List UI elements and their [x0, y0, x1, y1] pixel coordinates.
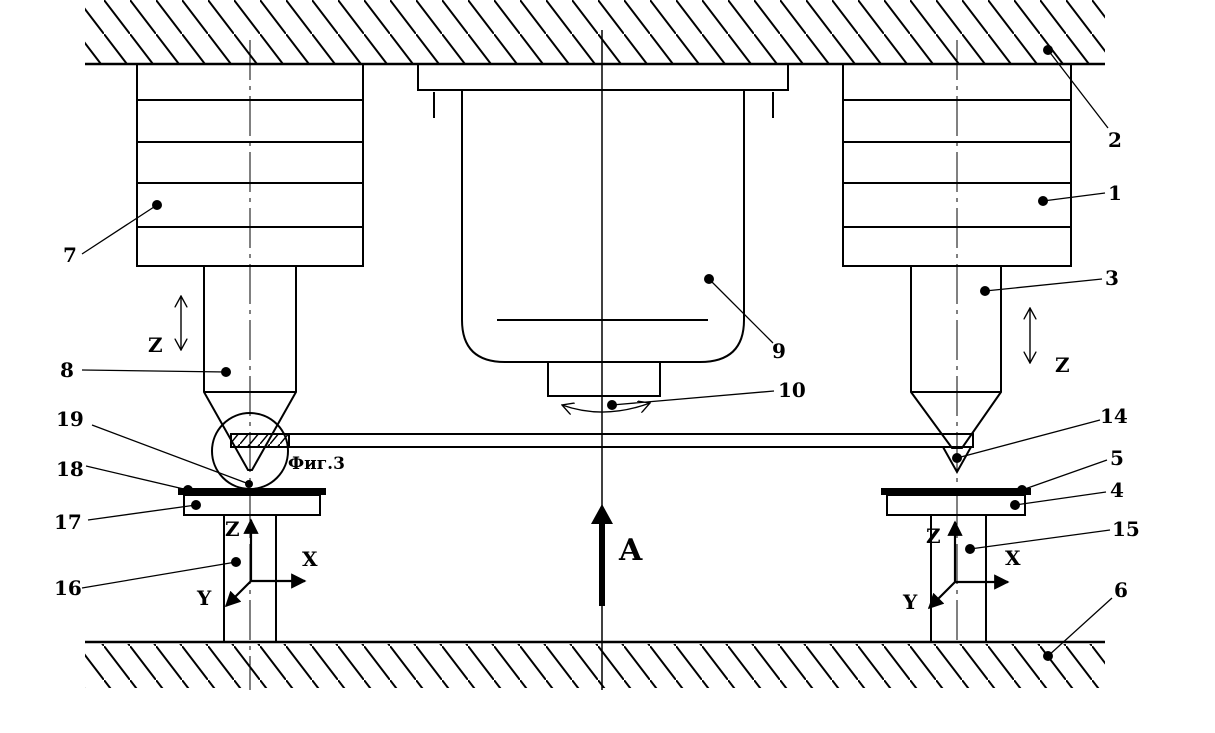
right-axes-arrows — [927, 520, 1010, 610]
leader-lines — [81, 49, 1113, 657]
view-arrow-label: A — [618, 533, 643, 568]
callout-label-4: 4 — [1110, 478, 1124, 502]
left-table — [183, 494, 321, 516]
left-axis-x-label: X — [302, 547, 318, 571]
transfer-beam — [230, 433, 974, 475]
rotary-drive — [547, 361, 661, 412]
callout-dot-2 — [1043, 45, 1053, 55]
left-stage-column — [223, 515, 277, 642]
callout-label-10: 10 — [778, 378, 806, 402]
detail-ref-label: Фиг.3 — [288, 454, 345, 474]
callout-label-9: 9 — [772, 339, 786, 363]
view-arrow-a — [591, 504, 613, 606]
left-axis-y-label: Y — [196, 586, 212, 610]
right-stage-column — [930, 515, 987, 642]
right-axis-z-label: Z — [926, 524, 941, 548]
right-axis-x-label: X — [1005, 546, 1021, 570]
callout-dot-6 — [1043, 651, 1053, 661]
right-table — [886, 494, 1026, 516]
right-axis-y-label: Y — [902, 590, 918, 614]
right-z-travel-label: Z — [1055, 353, 1070, 377]
callout-label-8: 8 — [60, 358, 74, 382]
callout-label-15: 15 — [1112, 517, 1140, 541]
left-z-travel-label: Z — [148, 333, 163, 357]
callout-label-7: 7 — [63, 243, 77, 267]
callout-label-19: 19 — [56, 407, 84, 431]
callout-label-17: 17 — [54, 510, 82, 534]
lower-base — [85, 640, 1105, 688]
right-substrate — [881, 488, 1031, 495]
callout-label-6: 6 — [1114, 578, 1128, 602]
callout-label-16: 16 — [54, 576, 82, 600]
callout-label-1: 1 — [1108, 181, 1122, 205]
spindle-housing — [417, 63, 789, 363]
callout-label-18: 18 — [56, 457, 84, 481]
left-axes-arrows — [224, 518, 307, 608]
upper-mount — [85, 0, 1105, 66]
callout-label-5: 5 — [1110, 446, 1124, 470]
callout-label-3: 3 — [1105, 266, 1119, 290]
callout-label-2: 2 — [1108, 128, 1122, 152]
callout-label-14: 14 — [1100, 404, 1128, 428]
left-substrate — [178, 488, 326, 495]
left-axis-z-label: Z — [225, 517, 240, 541]
